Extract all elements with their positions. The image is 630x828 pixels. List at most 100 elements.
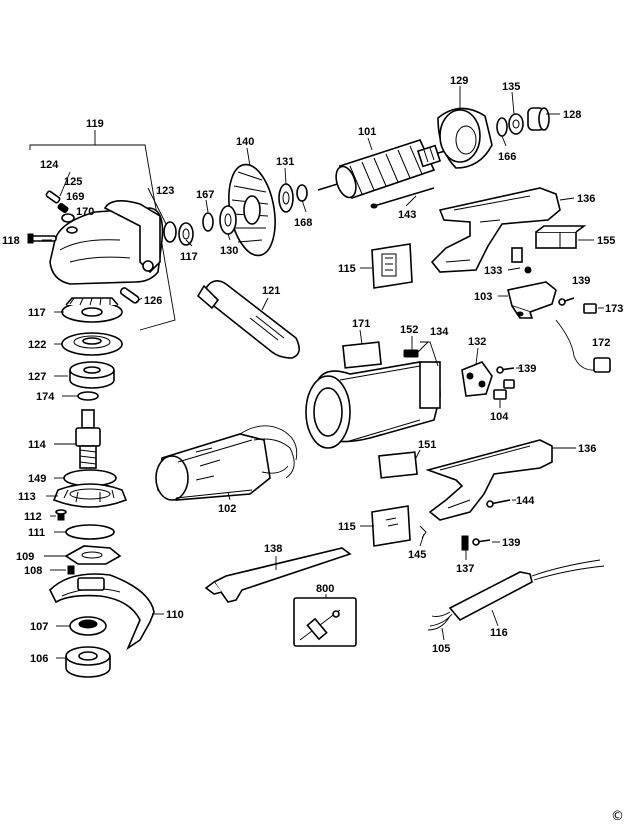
label-172: 172 bbox=[592, 337, 610, 349]
copyright-mark: © bbox=[611, 809, 624, 824]
flange-107 bbox=[69, 616, 107, 636]
label-800: 800 bbox=[316, 583, 334, 595]
part-133 bbox=[511, 247, 532, 274]
screw-139-mid bbox=[496, 366, 515, 374]
label-131: 131 bbox=[276, 156, 294, 168]
spindle bbox=[75, 409, 101, 469]
label-108: 108 bbox=[24, 565, 42, 577]
label-132: 132 bbox=[468, 336, 486, 348]
label-115-top: 115 bbox=[338, 263, 356, 275]
armature bbox=[317, 139, 449, 200]
spanner-138 bbox=[204, 547, 352, 603]
label-171: 171 bbox=[352, 318, 370, 330]
clamp-109 bbox=[64, 545, 122, 565]
label-173: 173 bbox=[605, 303, 623, 315]
label-115-bottom: 115 bbox=[338, 521, 356, 533]
label-136-bottom: 136 bbox=[578, 443, 596, 455]
spacer-130 bbox=[219, 205, 237, 235]
kit-800 bbox=[293, 597, 357, 647]
part-137 bbox=[461, 535, 469, 551]
label-123: 123 bbox=[156, 185, 174, 197]
label-121: 121 bbox=[262, 285, 280, 297]
part-173 bbox=[583, 303, 597, 314]
label-144: 144 bbox=[516, 495, 535, 507]
leader-lines bbox=[42, 86, 604, 659]
switch-box-155 bbox=[535, 225, 587, 249]
label-135: 135 bbox=[502, 81, 520, 93]
label-116: 116 bbox=[490, 627, 508, 639]
cable-172 bbox=[555, 319, 611, 373]
screw-112 bbox=[55, 509, 67, 521]
label-139-top: 139 bbox=[572, 275, 590, 287]
bush-128 bbox=[527, 107, 550, 131]
label-151: 151 bbox=[418, 439, 436, 451]
label-113: 113 bbox=[18, 491, 36, 503]
label-105: 105 bbox=[432, 643, 450, 655]
nut-106 bbox=[65, 646, 111, 678]
screw-139-low bbox=[472, 538, 491, 546]
shaft-143 bbox=[370, 187, 435, 209]
part-number-labels: 119 124 125 169 170 118 123 117 126 117 … bbox=[2, 75, 623, 665]
label-110: 110 bbox=[166, 609, 184, 621]
washer-167 bbox=[202, 212, 214, 232]
label-109: 109 bbox=[16, 551, 34, 563]
label-107: 107 bbox=[30, 621, 48, 633]
screw-108 bbox=[67, 565, 75, 575]
label-118: 118 bbox=[2, 235, 20, 247]
label-114: 114 bbox=[28, 439, 47, 451]
label-155: 155 bbox=[597, 235, 615, 247]
label-117-top: 117 bbox=[180, 251, 198, 263]
motor-housing bbox=[305, 361, 441, 449]
label-122: 122 bbox=[28, 339, 46, 351]
label-170: 170 bbox=[76, 206, 94, 218]
label-138: 138 bbox=[264, 543, 282, 555]
label-152: 152 bbox=[400, 324, 418, 336]
brush-152 bbox=[403, 349, 419, 358]
stator bbox=[155, 425, 298, 501]
washer-174 bbox=[77, 391, 99, 401]
label-124: 124 bbox=[40, 159, 59, 171]
spindle-lock-parts bbox=[45, 190, 78, 234]
screw-139-top bbox=[558, 297, 575, 306]
washer-131 bbox=[278, 183, 294, 213]
bearing-123 bbox=[163, 221, 194, 246]
label-171 bbox=[342, 341, 382, 369]
label-127: 127 bbox=[28, 371, 46, 383]
screw-144 bbox=[486, 499, 511, 508]
label-111: 111 bbox=[28, 527, 45, 539]
label-plate-115-top bbox=[371, 243, 413, 289]
ring-111 bbox=[65, 524, 115, 540]
brush-holder-132 bbox=[461, 361, 493, 397]
label-130: 130 bbox=[220, 245, 238, 257]
label-167: 167 bbox=[196, 189, 214, 201]
washer-168 bbox=[296, 184, 308, 202]
label-137: 137 bbox=[456, 563, 474, 575]
label-168: 168 bbox=[294, 217, 312, 229]
label-117: 117 bbox=[28, 307, 46, 319]
label-103: 103 bbox=[474, 291, 492, 303]
label-145: 145 bbox=[408, 549, 426, 561]
bearing-cap-129 bbox=[437, 107, 493, 169]
label-169: 169 bbox=[66, 191, 84, 203]
label-125: 125 bbox=[64, 176, 82, 188]
wheel-guard bbox=[49, 573, 155, 651]
screw-118 bbox=[27, 233, 57, 244]
bevel-gear bbox=[61, 297, 123, 323]
label-119: 119 bbox=[86, 118, 104, 130]
part-104 bbox=[493, 379, 515, 400]
bearing-127 bbox=[69, 361, 115, 389]
bearing-135 bbox=[508, 113, 524, 135]
label-106: 106 bbox=[30, 653, 48, 665]
label-139-mid: 139 bbox=[518, 363, 536, 375]
power-cord bbox=[427, 559, 605, 631]
label-149: 149 bbox=[28, 473, 46, 485]
label-133: 133 bbox=[484, 265, 502, 277]
leader-119-bracket bbox=[29, 144, 176, 331]
label-128: 128 bbox=[563, 109, 581, 121]
label-139-low: 139 bbox=[502, 537, 520, 549]
label-112: 112 bbox=[24, 511, 42, 523]
bearing-housing bbox=[52, 483, 128, 508]
switch-103 bbox=[507, 281, 557, 319]
fan-140 bbox=[228, 163, 276, 257]
